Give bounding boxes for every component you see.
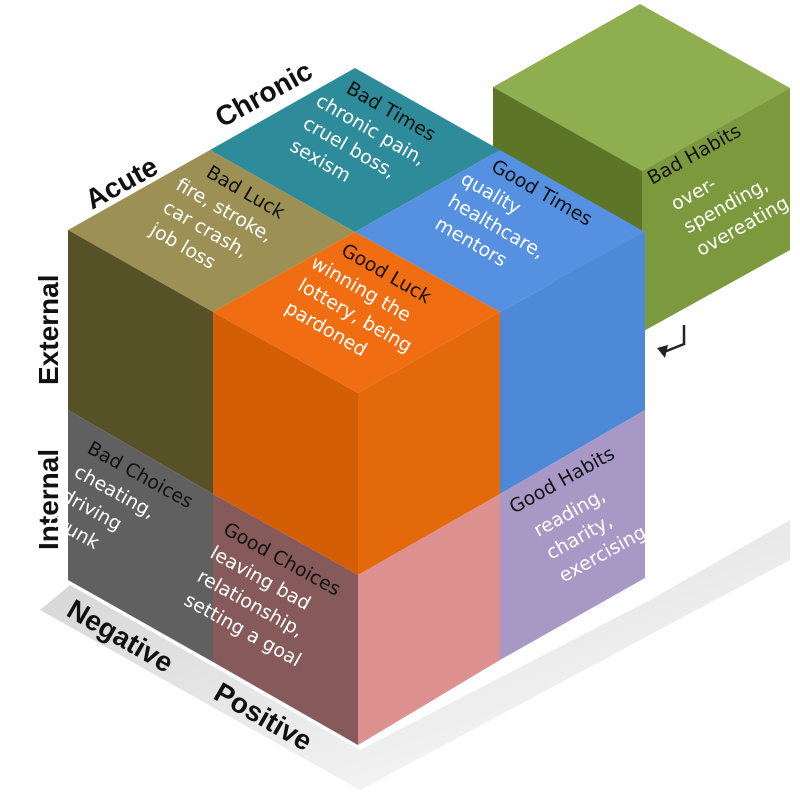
good-luck-front: [358, 312, 500, 575]
bad-luck-top: [68, 150, 355, 312]
good-times-front: [500, 232, 645, 494]
good-times-top: [355, 150, 645, 312]
good-luck-top: [213, 232, 500, 393]
bad-habits-cube: Bad Habits over- spending, overeating: [493, 4, 792, 332]
good-habits-front: [500, 410, 645, 660]
good-luck-left: [213, 312, 358, 575]
bad-choices-left: [68, 410, 213, 662]
ground-shadow: [40, 520, 790, 790]
bad-habits-top: [493, 4, 790, 171]
bad-habits-front: [642, 88, 790, 332]
good-choices-left: [213, 494, 358, 745]
curved-return-arrow-icon: [657, 325, 686, 358]
axis-label-external: External: [33, 275, 64, 386]
bad-luck-left: [68, 230, 213, 494]
pink-front: [358, 494, 500, 745]
axis-label-internal: Internal: [33, 449, 64, 550]
